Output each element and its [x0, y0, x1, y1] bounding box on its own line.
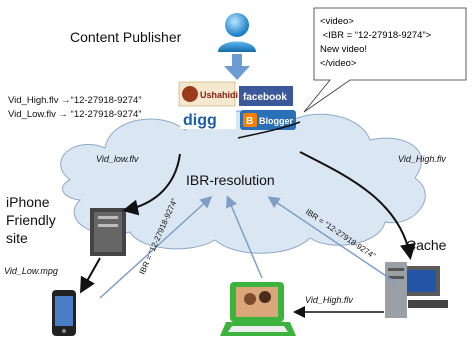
- mapping-line-2: Vid_Low.flv → “12-27918-9274”: [8, 109, 141, 120]
- cache-computer-icon: [385, 262, 448, 318]
- video-callout: [303, 7, 467, 113]
- laptop-icon: [220, 282, 296, 336]
- callout-line-3: New video!: [320, 44, 367, 55]
- publish-down-arrow: [224, 54, 250, 80]
- callout-line-1: <video>: [320, 16, 354, 27]
- arrow-cache-request: [267, 196, 399, 285]
- node-label-iphone-site: iPhone Friendly site: [6, 194, 60, 246]
- callout-line-4: </video>: [320, 58, 357, 69]
- svg-text:Ushahidi: Ushahidi: [200, 90, 238, 100]
- arrow-laptop-request: [225, 195, 263, 279]
- svg-text:B: B: [246, 116, 253, 127]
- svg-text:Blogger: Blogger: [259, 116, 293, 126]
- arrow-iphone-request: [99, 195, 213, 299]
- iphone-site-server-icon: [90, 208, 126, 256]
- facebook-logo: facebook: [239, 86, 293, 106]
- cloud-label: IBR-resolution: [186, 172, 275, 188]
- edge-label-vid-high-flv-right: Vid_High.flv: [398, 154, 446, 164]
- mapping-line-1: Vid_High.flv →“12-27918-9274”: [8, 95, 141, 106]
- edge-label-vid-high-flv-bottom: Vid_High.flv: [305, 295, 353, 305]
- ibr-resolution-cloud: [60, 110, 426, 254]
- arrow-services-to-cloud: [237, 121, 301, 139]
- svg-text:facebook: facebook: [243, 92, 287, 103]
- edge-label-vid-low-mpg: Vid_Low.mpg: [4, 266, 58, 276]
- iphone-icon: [52, 290, 76, 336]
- arrow-ibr-to-cache: [299, 151, 416, 260]
- svg-text:digg: digg: [183, 112, 217, 129]
- blogger-logo: B Blogger: [240, 110, 296, 130]
- callout-line-2: <IBR = “12-27918-9274”>: [320, 30, 432, 41]
- edge-label-vid-low-flv: Vid_low.flv: [96, 154, 139, 164]
- digg-logo: digg: [180, 107, 236, 129]
- arrow-server-to-iphone: [80, 257, 101, 294]
- node-label-cache: Cache: [406, 237, 447, 253]
- publisher-person-icon: [218, 13, 256, 52]
- publisher-label: Content Publisher: [70, 29, 182, 45]
- ushahidi-logo: Ushahidi: [178, 81, 238, 107]
- arrow-ibr-to-server: [122, 153, 181, 216]
